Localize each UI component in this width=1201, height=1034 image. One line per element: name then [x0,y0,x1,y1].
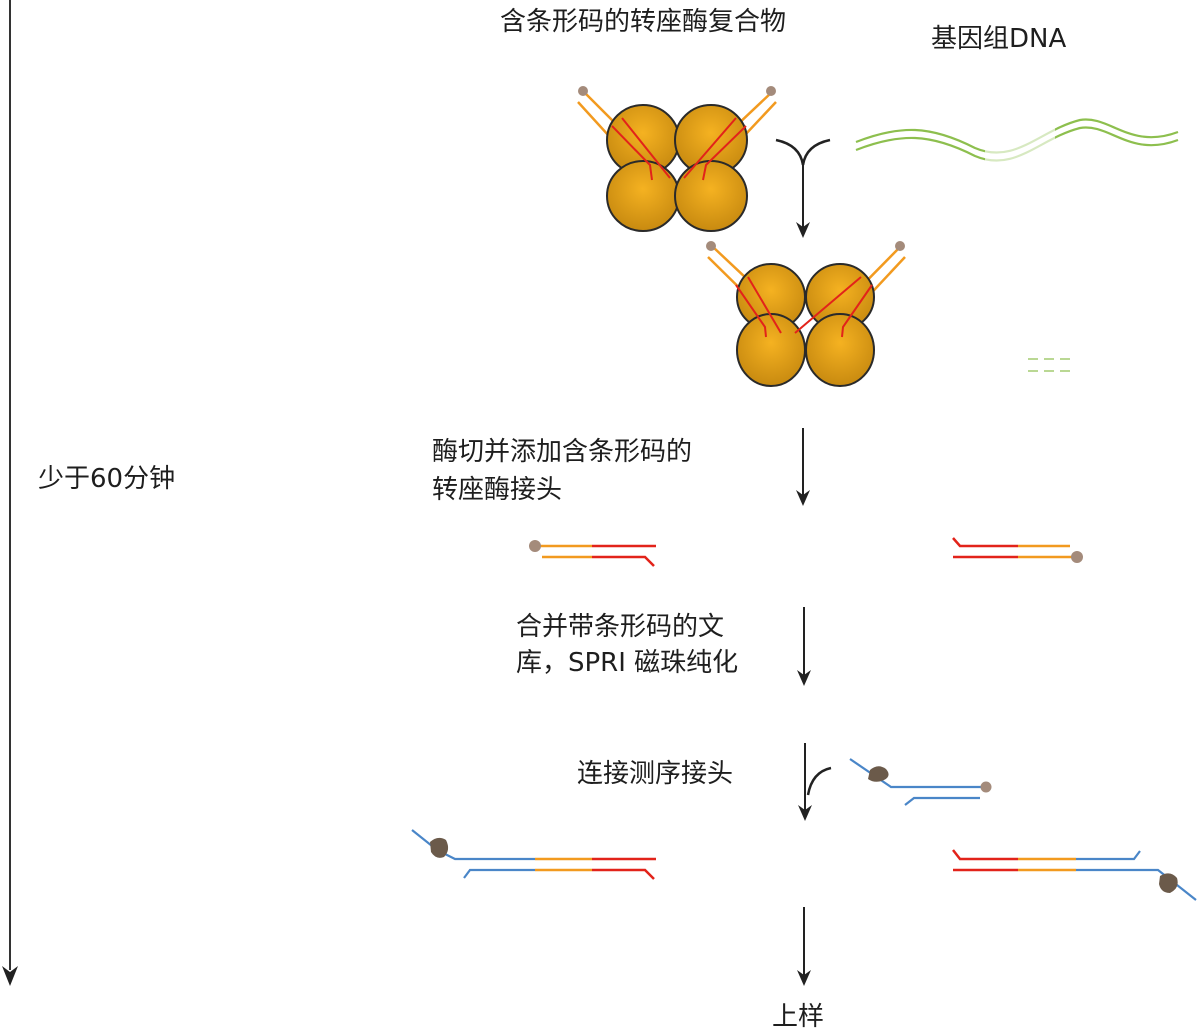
end-cap-icon [980,781,992,793]
time-label: 少于60分钟 [38,464,176,494]
sequencing-adapter [849,758,992,806]
step-3-label: 连接测序接头 [577,759,734,789]
genomic-dna-label: 基因组DNA [931,24,1067,54]
end-cap-icon [706,241,716,251]
blocker-icon [1159,873,1178,893]
step-1-label-line2: 转座酶接头 [432,475,563,505]
end-cap-icon [766,86,776,96]
final-step-label: 上样 [772,1002,825,1032]
genomic-dna-wave [855,115,1179,165]
end-cap-icon [578,86,588,96]
blocker-icon [430,837,449,858]
step-2-label-line2: 库，SPRI 磁珠纯化 [516,648,739,678]
step-arrow-final [797,907,811,986]
time-axis-arrow [2,0,18,986]
final-library [411,829,1197,901]
transposome-complex-title: 含条形码的转座酶复合物 [500,7,787,37]
step-2-label-line1: 合并带条形码的文 [516,612,725,642]
end-cap-icon [1071,551,1083,563]
transposome-bound-dna [545,241,1080,387]
step-arrow-1 [796,428,810,506]
step-arrow-3 [798,743,832,821]
merge-arrow [775,138,831,238]
end-cap-icon [529,540,541,552]
tagmented-fragment [529,537,1083,567]
transposome-complex-top [577,86,777,232]
step-arrow-2 [797,607,811,686]
blocker-icon [868,766,889,782]
step-1-label-line1: 酶切并添加含条形码的 [432,437,693,467]
end-cap-icon [895,241,905,251]
